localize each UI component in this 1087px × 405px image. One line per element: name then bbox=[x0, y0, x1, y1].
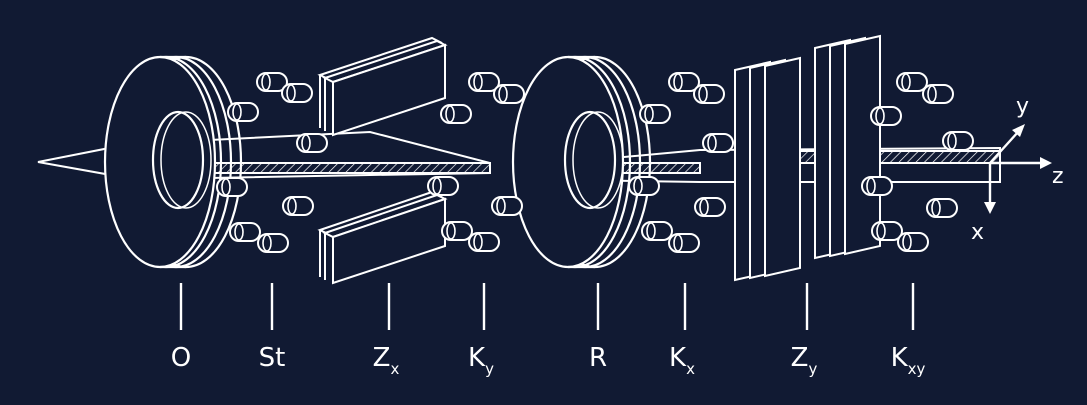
label-kxy: Kxy bbox=[891, 343, 926, 378]
element-plates-zx bbox=[317, 36, 448, 285]
label-zx: Zx bbox=[373, 343, 400, 378]
label-r: R bbox=[589, 343, 607, 373]
element-ring-o bbox=[103, 55, 243, 269]
element-plates-zy bbox=[734, 34, 881, 282]
label-kx: Kx bbox=[669, 343, 695, 378]
coordinate-axes bbox=[984, 124, 1052, 214]
label-zy: Zy bbox=[791, 343, 818, 378]
element-ring-r bbox=[511, 55, 652, 269]
label-st: St bbox=[259, 343, 286, 373]
axis-label-y: y bbox=[1016, 94, 1029, 119]
label-o: O bbox=[171, 343, 191, 373]
label-leader-lines bbox=[179, 283, 915, 330]
axis-label-z: z bbox=[1052, 164, 1064, 189]
axis-label-x: x bbox=[971, 220, 984, 245]
label-ky: Ky bbox=[468, 343, 494, 378]
